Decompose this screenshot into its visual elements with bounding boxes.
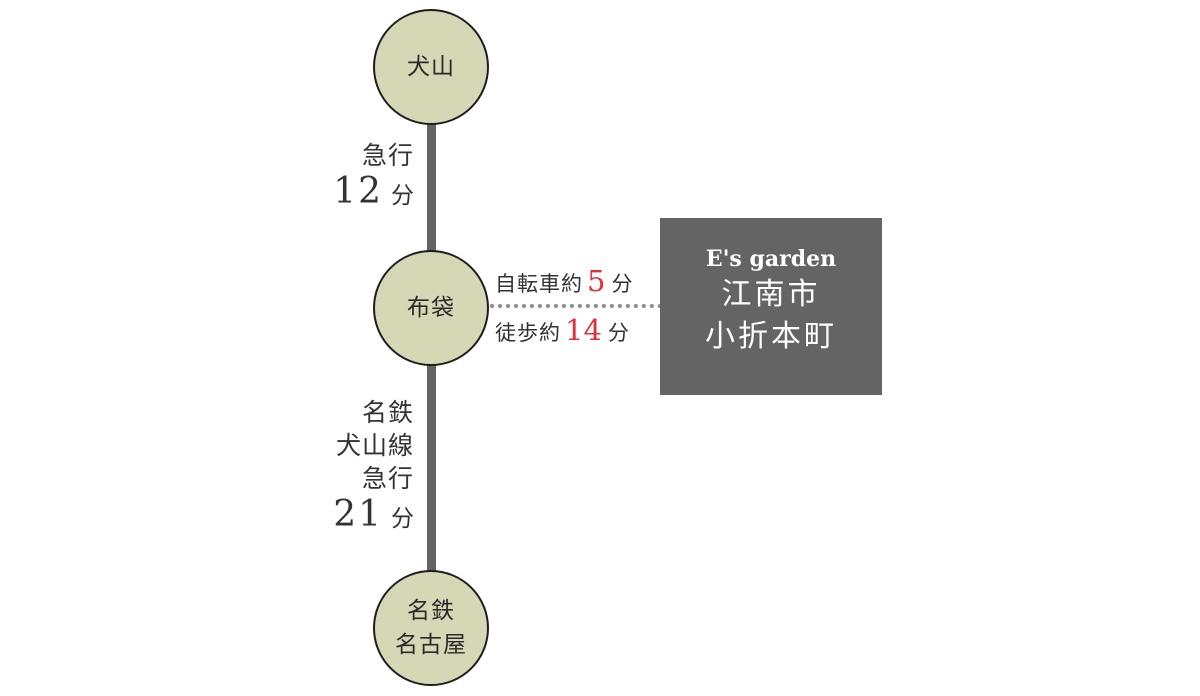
access-walk: 徒歩約 14 分 bbox=[495, 313, 629, 347]
segment-service: 急行 bbox=[361, 141, 414, 170]
destination-box: E's garden 江南市 小折本町 bbox=[660, 218, 882, 395]
segment-line-name: 犬山線 bbox=[335, 431, 414, 460]
access-label: 自転車約 bbox=[495, 272, 583, 296]
access-bicycle: 自転車約 5 分 bbox=[495, 264, 632, 298]
destination-city: 江南市 bbox=[721, 277, 821, 312]
segment-unit: 分 bbox=[391, 506, 414, 532]
station-hotei: 布袋 bbox=[373, 250, 489, 366]
station-name: 布袋 bbox=[407, 295, 455, 321]
access-minutes: 14 bbox=[565, 313, 602, 347]
access-unit: 分 bbox=[611, 272, 633, 296]
access-label: 徒歩約 bbox=[495, 321, 561, 345]
station-name: 犬山 bbox=[407, 54, 455, 80]
dotted-connector bbox=[490, 304, 662, 308]
segment-service: 急行 bbox=[361, 464, 414, 493]
segment-minutes: 12 bbox=[333, 171, 383, 212]
station-meitetsu-nagoya: 名鉄 名古屋 bbox=[373, 570, 489, 686]
access-minutes: 5 bbox=[587, 264, 606, 298]
destination-town: 小折本町 bbox=[705, 319, 837, 354]
segment-company: 名鉄 bbox=[361, 398, 414, 427]
station-inuyama: 犬山 bbox=[373, 9, 489, 125]
station-name-line-2: 名古屋 bbox=[395, 632, 467, 658]
segment-minutes: 21 bbox=[333, 494, 383, 535]
segment-hotei-nagoya: 名鉄 犬山線 急行 21 分 bbox=[333, 396, 414, 539]
access-unit: 分 bbox=[607, 321, 629, 345]
segment-inuyama-hotei: 急行 12 分 bbox=[333, 139, 414, 216]
station-name-line-1: 名鉄 bbox=[407, 598, 455, 624]
destination-brand: E's garden bbox=[705, 246, 837, 272]
segment-time: 21 分 bbox=[333, 495, 414, 539]
segment-time: 12 分 bbox=[333, 172, 414, 216]
segment-unit: 分 bbox=[391, 183, 414, 209]
